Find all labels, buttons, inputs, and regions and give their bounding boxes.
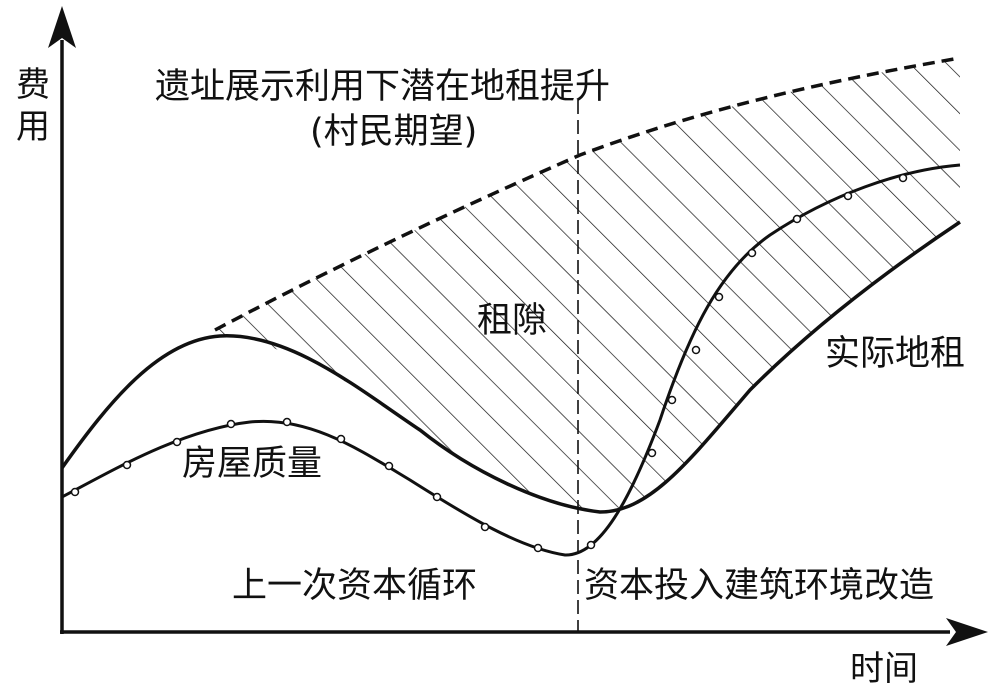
marker xyxy=(898,173,908,183)
marker xyxy=(480,522,490,532)
marker xyxy=(70,487,80,497)
marker xyxy=(586,540,596,550)
marker xyxy=(336,434,346,444)
marker xyxy=(432,492,442,502)
y-axis-arrow-icon xyxy=(48,6,76,48)
potential-rent-curve xyxy=(214,56,961,332)
marker xyxy=(533,543,543,553)
marker xyxy=(647,448,657,458)
house-quality-label: 房屋质量 xyxy=(182,444,322,484)
x-axis-arrow-icon xyxy=(946,618,988,646)
marker xyxy=(226,419,236,429)
villager-expectation-label: (村民期望) xyxy=(310,112,477,152)
marker xyxy=(667,395,677,405)
reinvestment-label: 资本投入建筑环境改造 xyxy=(584,566,934,606)
previous-cycle-label: 上一次资本循环 xyxy=(232,566,477,606)
marker xyxy=(172,437,182,447)
marker xyxy=(792,214,802,224)
marker xyxy=(843,191,853,201)
actual-rent-curve xyxy=(60,220,961,514)
actual-rent-label: 实际地租 xyxy=(825,334,965,374)
x-axis-label: 时间 xyxy=(850,649,918,689)
marker xyxy=(282,417,292,427)
y-axis-label-1: 费 xyxy=(16,65,50,105)
marker xyxy=(122,460,132,470)
marker xyxy=(691,345,701,355)
potential-rent-label: 遗址展示利用下潜在地租提升 xyxy=(155,67,610,107)
rent-gap-label: 租隙 xyxy=(477,301,547,341)
marker xyxy=(384,461,394,471)
house-quality-curve xyxy=(61,163,961,557)
y-axis-label-2: 用 xyxy=(16,107,50,147)
marker xyxy=(714,292,724,302)
marker xyxy=(747,248,757,258)
house-quality-markers xyxy=(70,173,908,553)
